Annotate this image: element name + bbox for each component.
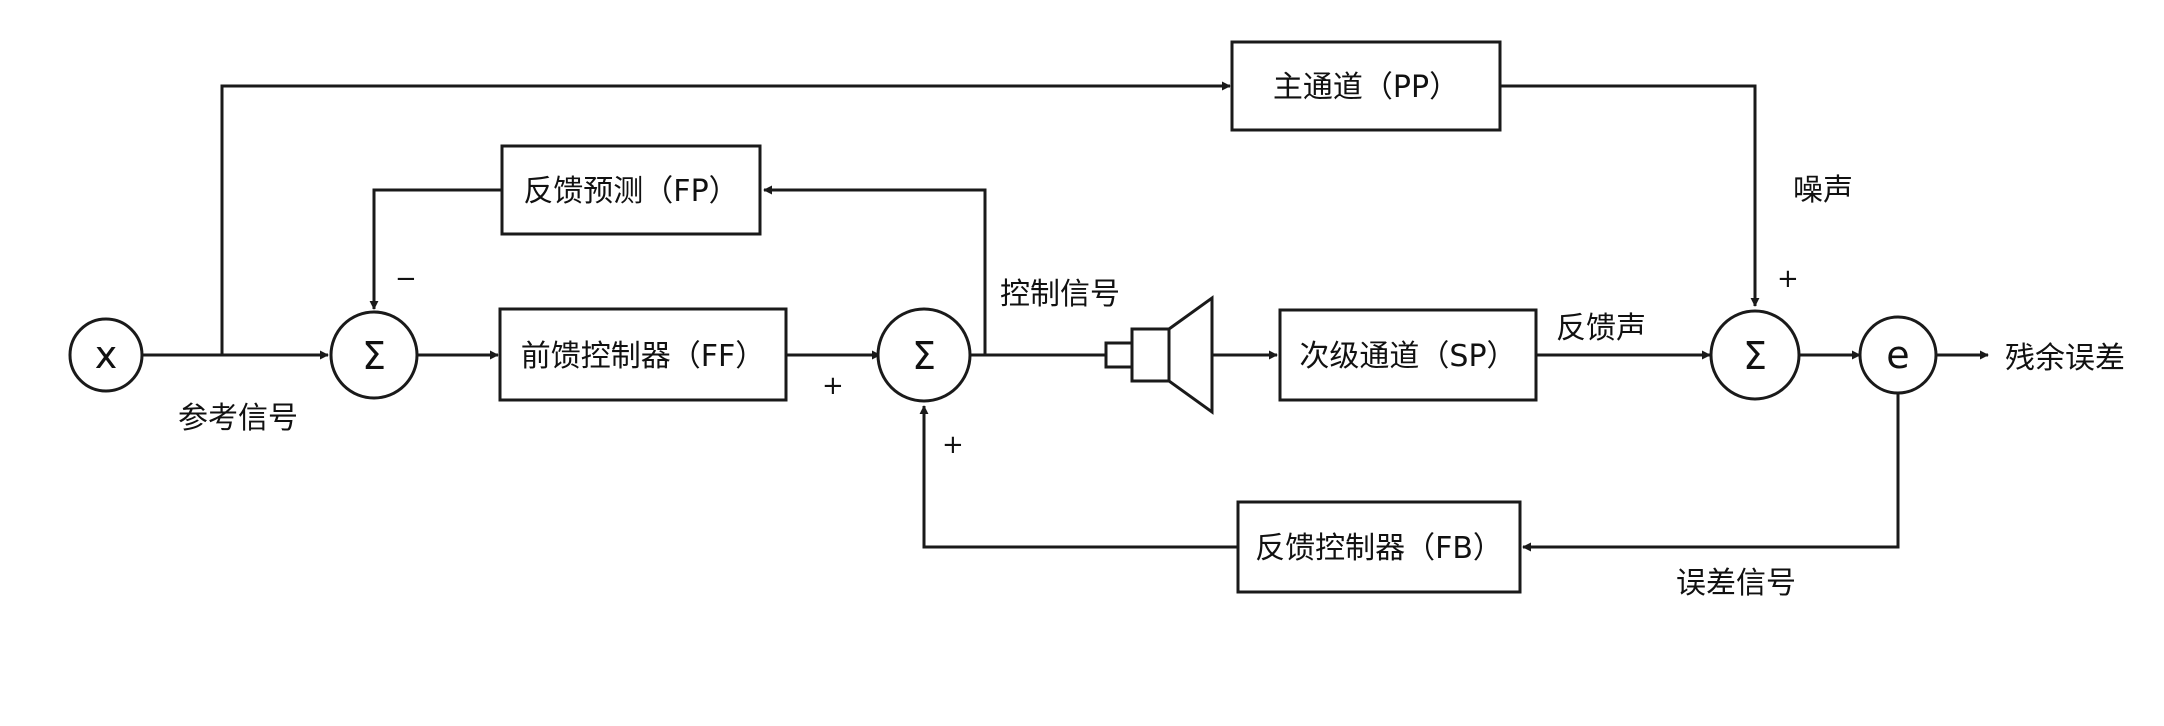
summing-junction-ff-symbol: Σ (362, 334, 386, 378)
block-secondary-path-label: 次级通道（SP） (1299, 339, 1516, 374)
link-pp-to-sum-out (1500, 84, 1760, 307)
sign-plus-control-left: + (822, 371, 844, 401)
label-feedback-sound: 反馈声 (1556, 311, 1646, 346)
link-fp-to-sum-ff (369, 188, 502, 310)
block-secondary-path: 次级通道（SP） (1278, 308, 1538, 402)
link-control-to-fp (763, 185, 987, 357)
label-error-signal: 误差信号 (1676, 566, 1796, 601)
node-e: e (1858, 315, 1938, 395)
node-x: x (68, 317, 144, 393)
summing-junction-output-symbol: Σ (1743, 334, 1767, 378)
block-feedback-prediction-label: 反馈预测（FP） (523, 174, 738, 209)
summing-junction-output: Σ (1709, 309, 1801, 401)
connections (142, 81, 1989, 552)
node-e-label: e (1886, 333, 1909, 377)
label-control-signal: 控制信号 (1000, 277, 1120, 312)
label-noise: 噪声 (1793, 173, 1853, 208)
summing-junction-control-symbol: Σ (912, 334, 936, 378)
label-reference-signal: 参考信号 (178, 401, 298, 436)
block-primary-path: 主通道（PP） (1230, 40, 1502, 132)
summing-junction-control: Σ (876, 307, 972, 403)
speaker-icon (1104, 295, 1214, 415)
block-feedforward-controller: 前馈控制器（FF） (498, 307, 788, 402)
block-feedforward-controller-label: 前馈控制器（FF） (521, 339, 766, 374)
block-feedback-controller-label: 反馈控制器（FB） (1255, 531, 1503, 566)
link-reference-to-primary-path (220, 81, 1231, 355)
node-x-label: x (95, 333, 118, 377)
block-feedback-controller: 反馈控制器（FB） (1236, 500, 1522, 594)
link-fb-to-sum-ctrl (919, 405, 1238, 549)
sign-plus-control-bottom: + (942, 430, 964, 460)
link-error-to-fb (1522, 393, 1900, 552)
label-residual-error: 残余误差 (2005, 341, 2125, 376)
block-primary-path-label: 主通道（PP） (1273, 70, 1459, 105)
block-feedback-prediction: 反馈预测（FP） (500, 144, 762, 236)
summing-junction-ff: Σ (329, 310, 419, 400)
sign-minus-ff: − (395, 264, 417, 294)
sign-plus-output: + (1777, 264, 1799, 294)
